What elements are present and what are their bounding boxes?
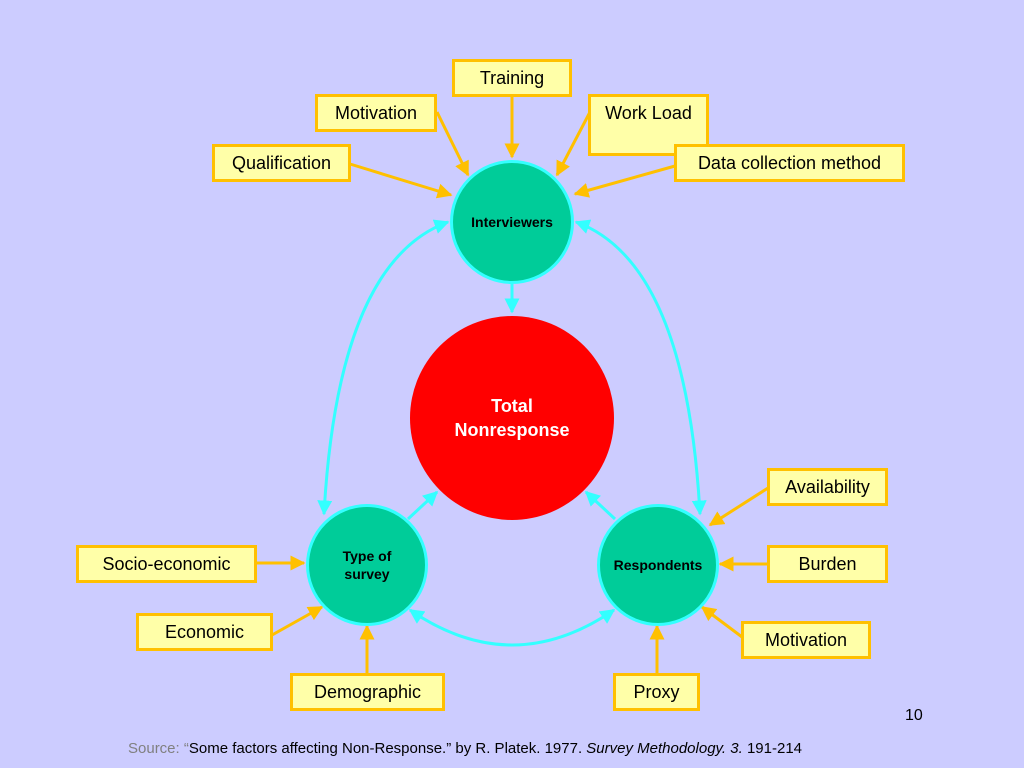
arrow-availability xyxy=(708,486,769,527)
data-collection-box: Data collection method xyxy=(674,144,905,182)
arrow-survey-to-total xyxy=(406,490,439,521)
source-journal: Survey Methodology. 3. xyxy=(586,740,743,757)
interviewers-label: Interviewers xyxy=(471,214,553,230)
work-load-box: Work Load xyxy=(588,94,709,156)
source-citation: Source: “Some factors affecting Non-Resp… xyxy=(128,740,802,757)
arrow-respondents-to-total xyxy=(584,490,617,521)
qualification-box: Qualification xyxy=(212,144,351,182)
burden-box: Burden xyxy=(767,545,888,583)
page-number: 10 xyxy=(905,707,923,724)
availability-box: Availability xyxy=(767,468,888,506)
total-nonresponse-label: Total Nonresponse xyxy=(454,396,570,440)
proxy-box: Proxy xyxy=(613,673,700,711)
source-label: Source: “ xyxy=(128,740,189,757)
type-of-survey-node: Type of survey xyxy=(306,504,428,626)
source-pages: 191-214 xyxy=(742,740,802,757)
total-nonresponse-node: Total Nonresponse xyxy=(410,316,614,520)
economic-box: Economic xyxy=(136,613,273,651)
socio-economic-box: Socio-economic xyxy=(76,545,257,583)
source-title: Some factors affecting Non-Response.” by… xyxy=(188,740,587,757)
demographic-box: Demographic xyxy=(290,673,445,711)
arc-survey-respondents xyxy=(408,608,616,647)
arc-interviewers-survey xyxy=(317,219,450,516)
motivation-top-box: Motivation xyxy=(315,94,437,132)
type-of-survey-label: Type of survey xyxy=(342,548,392,582)
training-box: Training xyxy=(452,59,572,97)
arrow-qualification xyxy=(349,162,453,199)
arrow-economic xyxy=(271,605,324,637)
motivation-right-box: Motivation xyxy=(741,621,871,659)
interviewers-node: Interviewers xyxy=(450,160,574,284)
arrow-motivation-top xyxy=(435,111,470,177)
respondents-label: Respondents xyxy=(613,557,703,573)
arrow-data-collection xyxy=(573,164,676,198)
arrow-motivation-right xyxy=(700,605,743,639)
arrow-work-load xyxy=(555,111,592,177)
respondents-node: Respondents xyxy=(597,504,719,626)
arc-interviewers-respondents xyxy=(574,219,707,516)
